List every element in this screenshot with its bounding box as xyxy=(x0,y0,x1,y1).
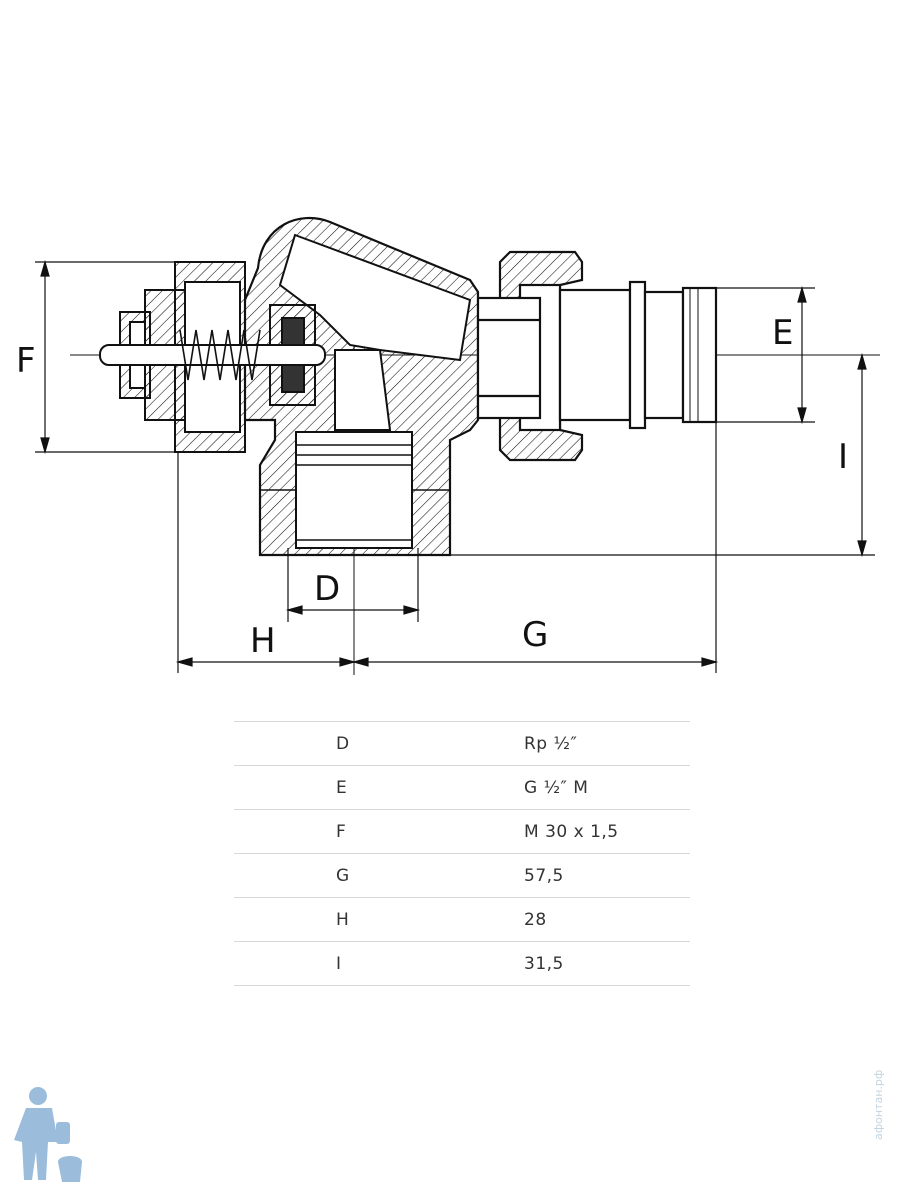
dim-label-f: F xyxy=(16,341,36,381)
dim-label-h: H xyxy=(250,621,276,661)
spec-key: G xyxy=(234,853,454,898)
bonnet-assembly xyxy=(99,261,326,453)
table-row: E G ½″ M xyxy=(234,765,690,810)
spec-value: 28 xyxy=(454,897,690,942)
spec-value: Rp ½″ xyxy=(454,721,690,766)
dimension-spec-table: D Rp ½″ E G ½″ M F M 30 x 1,5 G 57,5 H 2… xyxy=(234,721,690,986)
site-watermark: афонтан.рф xyxy=(872,1069,885,1140)
dimension-f xyxy=(35,259,175,455)
spec-value: 57,5 xyxy=(454,853,690,898)
table-row: I 31,5 xyxy=(234,941,690,986)
spec-key: H xyxy=(234,897,454,942)
spec-value: M 30 x 1,5 xyxy=(454,809,690,854)
dimension-h-g xyxy=(175,422,719,673)
dim-label-i: I xyxy=(838,437,848,477)
dimension-i xyxy=(450,352,875,558)
table-row: D Rp ½″ xyxy=(234,721,690,766)
table-row: G 57,5 xyxy=(234,853,690,898)
spec-value: G ½″ M xyxy=(454,765,690,810)
dim-label-g: G xyxy=(522,615,548,655)
spec-key: D xyxy=(234,721,454,766)
valve-cross-section-drawing: F E I D H G xyxy=(16,217,880,675)
dimension-d xyxy=(285,548,421,622)
dim-label-d: D xyxy=(314,569,340,609)
spec-value: 31,5 xyxy=(454,941,690,986)
dimension-e xyxy=(716,285,815,425)
spec-key: I xyxy=(234,941,454,986)
table-row: F M 30 x 1,5 xyxy=(234,809,690,854)
dim-label-e: E xyxy=(772,313,793,353)
spec-key: F xyxy=(234,809,454,854)
female-thread-port xyxy=(260,444,450,541)
table-row: H 28 xyxy=(234,897,690,942)
spec-key: E xyxy=(234,765,454,810)
plumber-mascot-icon xyxy=(14,1087,82,1182)
union-nut xyxy=(476,250,584,462)
tailpiece xyxy=(558,280,718,430)
